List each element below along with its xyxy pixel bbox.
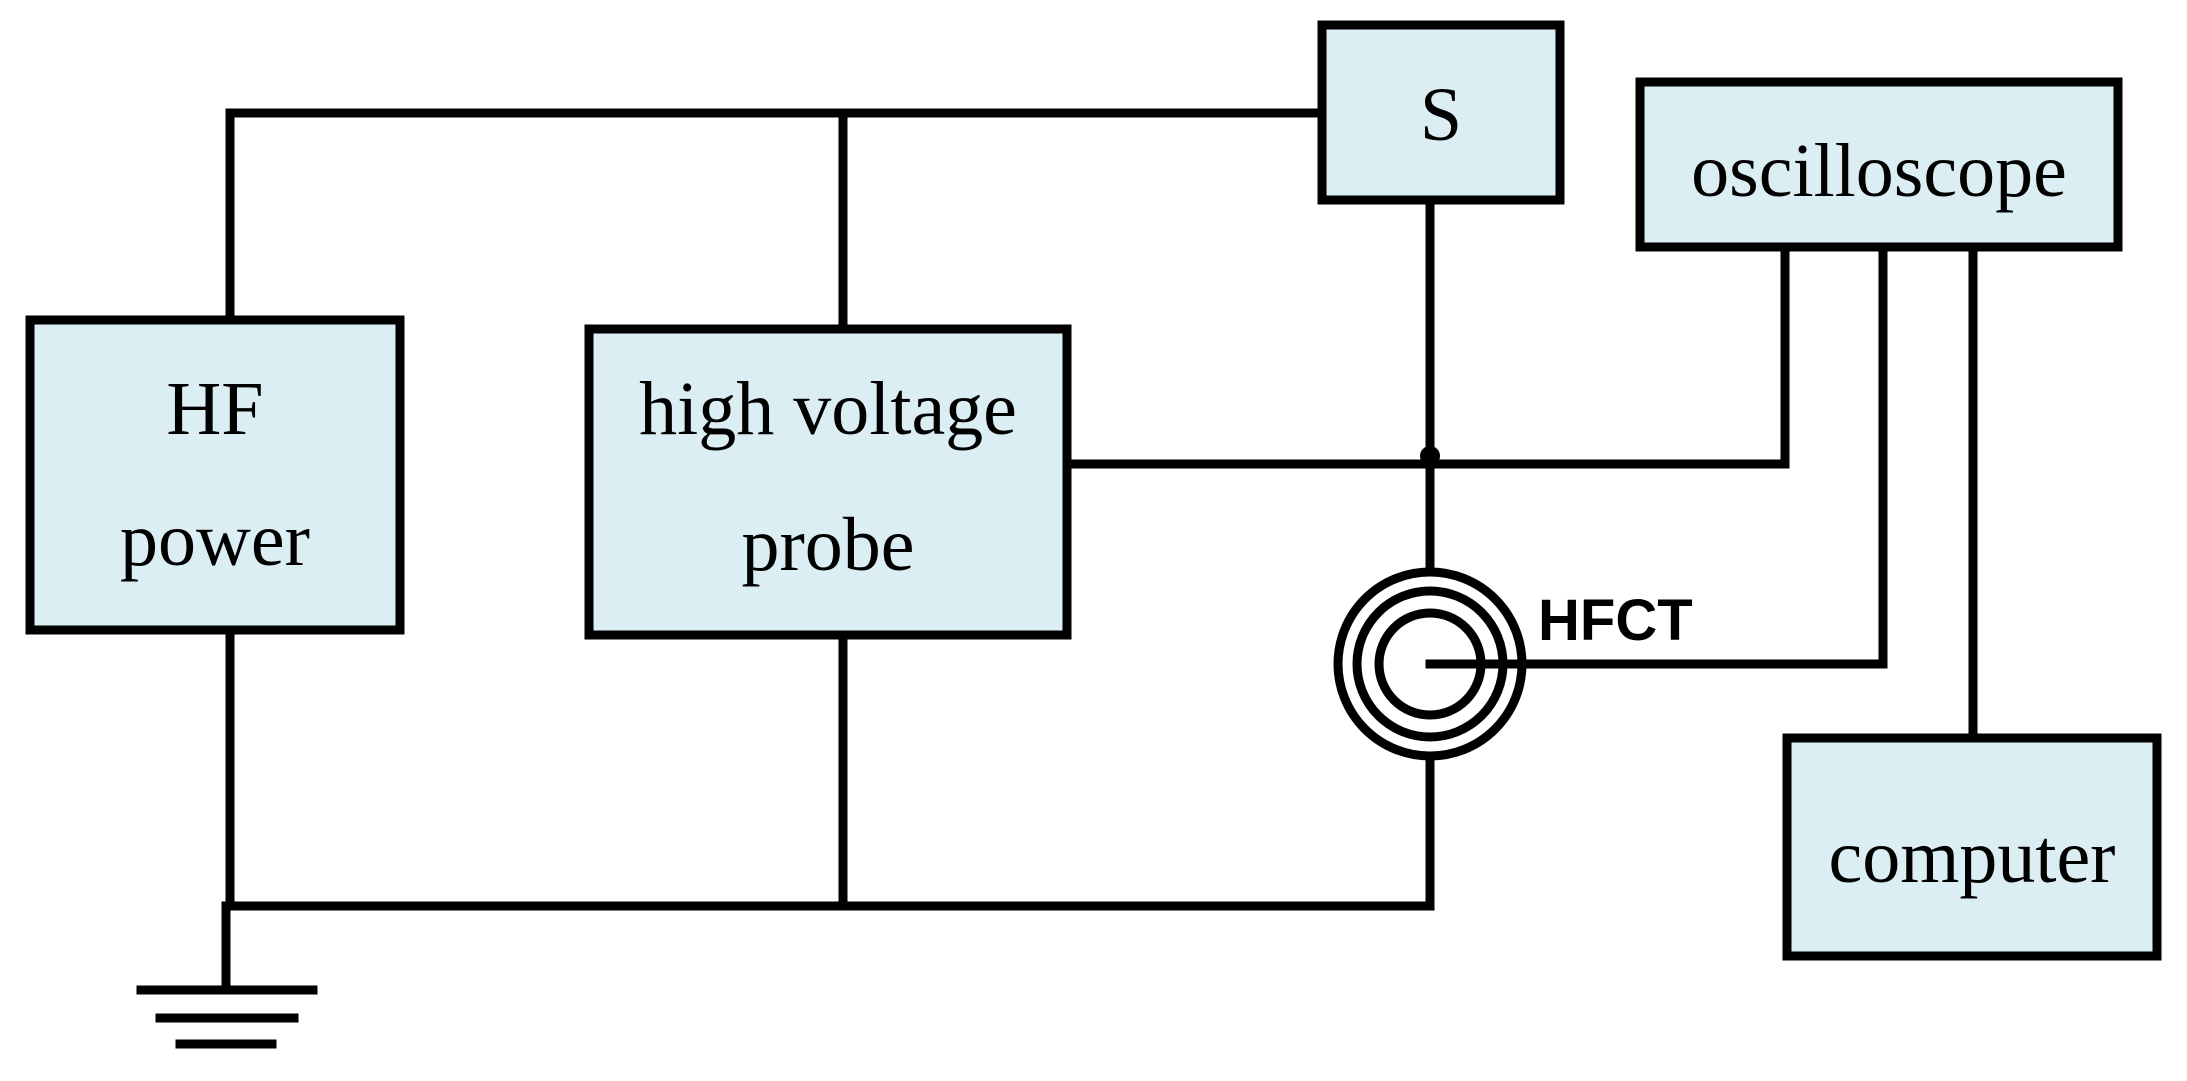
hf-power-label-line1: HF (166, 367, 263, 451)
probe-label-line1: high voltage (639, 367, 1017, 451)
high-voltage-probe-block: high voltage probe (584, 324, 1072, 640)
ground-icon (136, 985, 318, 1049)
computer-block: computer (1782, 733, 2162, 961)
hf-power-block: HF power (25, 315, 405, 635)
hf-power-label-line2: power (120, 498, 310, 582)
switch-block: S (1317, 20, 1565, 205)
junction-dot (1420, 446, 1440, 466)
computer-label: computer (1828, 815, 2115, 899)
wire-hfct-to-oscilloscope (1425, 244, 1888, 669)
probe-label-line2: probe (741, 503, 914, 587)
switch-label: S (1420, 73, 1462, 157)
wires (221, 108, 1978, 995)
oscilloscope-label: oscilloscope (1691, 129, 2067, 213)
hfct-sensor-icon (1333, 567, 1527, 761)
wire-probe-to-oscilloscope (1062, 244, 1790, 469)
wire-top-rail (225, 108, 1327, 323)
hfct-label: HFCT (1538, 588, 1693, 653)
oscilloscope-block: oscilloscope (1635, 77, 2123, 252)
wire-bottom-rail (225, 625, 1435, 911)
